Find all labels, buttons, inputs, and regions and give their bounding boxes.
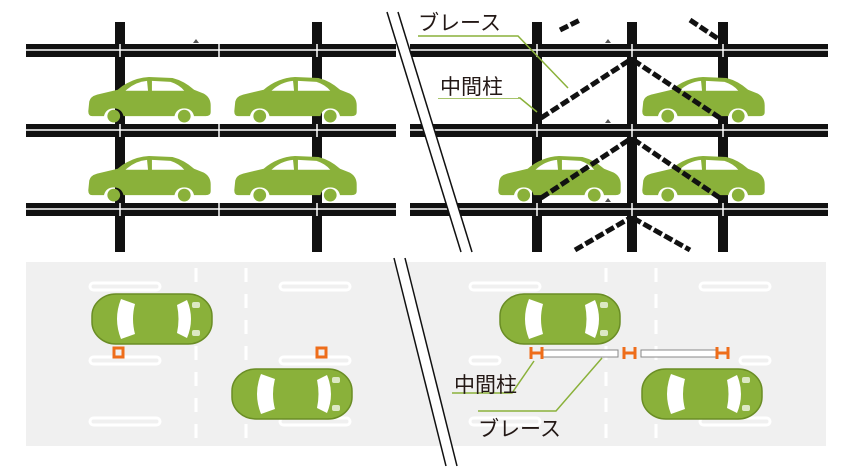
column-marker [315, 346, 328, 359]
car-top [642, 369, 762, 419]
brace [539, 57, 632, 121]
car-side [234, 155, 357, 202]
slab-joints-right [410, 44, 828, 216]
plan-brace [542, 349, 619, 358]
brace [539, 136, 632, 201]
label-brace: ブレース [418, 11, 501, 35]
braces [539, 17, 722, 253]
plan-view: 中間柱 ブレース [26, 262, 826, 446]
leader-line [478, 357, 603, 412]
car-side [88, 76, 211, 123]
car-side [498, 155, 621, 202]
brace [688, 17, 722, 43]
plan-callouts: 中間柱 ブレース [452, 357, 603, 441]
break-lines [386, 11, 473, 467]
car-side [642, 155, 765, 202]
plan-brace [640, 349, 717, 358]
leader-line [438, 97, 538, 113]
car-side [88, 155, 211, 202]
leader-line [418, 35, 569, 89]
brace [631, 57, 722, 121]
label-brace-plan: ブレース [478, 417, 561, 441]
car-top [232, 369, 352, 419]
plan-columns-left [112, 346, 328, 359]
right-frame [410, 22, 828, 252]
left-frame [26, 22, 396, 252]
car-top [500, 294, 620, 344]
label-center-column-plan: 中間柱 [454, 373, 517, 397]
leader-line [452, 360, 535, 394]
car-side [234, 76, 357, 123]
slab-joints [26, 44, 396, 216]
column-marker [112, 346, 125, 359]
car-top [92, 294, 212, 344]
car-side [642, 76, 765, 123]
slab-markers [193, 39, 611, 202]
brace [558, 17, 582, 33]
label-center-column: 中間柱 [440, 75, 503, 99]
plan-brace-row [529, 347, 730, 359]
plan-columns-right [529, 347, 730, 359]
brace [573, 215, 632, 253]
brace [631, 136, 722, 201]
elevation-view: ブレース 中間柱 [26, 8, 828, 253]
elevation-callouts: ブレース 中間柱 [414, 8, 569, 113]
brace [631, 215, 692, 253]
